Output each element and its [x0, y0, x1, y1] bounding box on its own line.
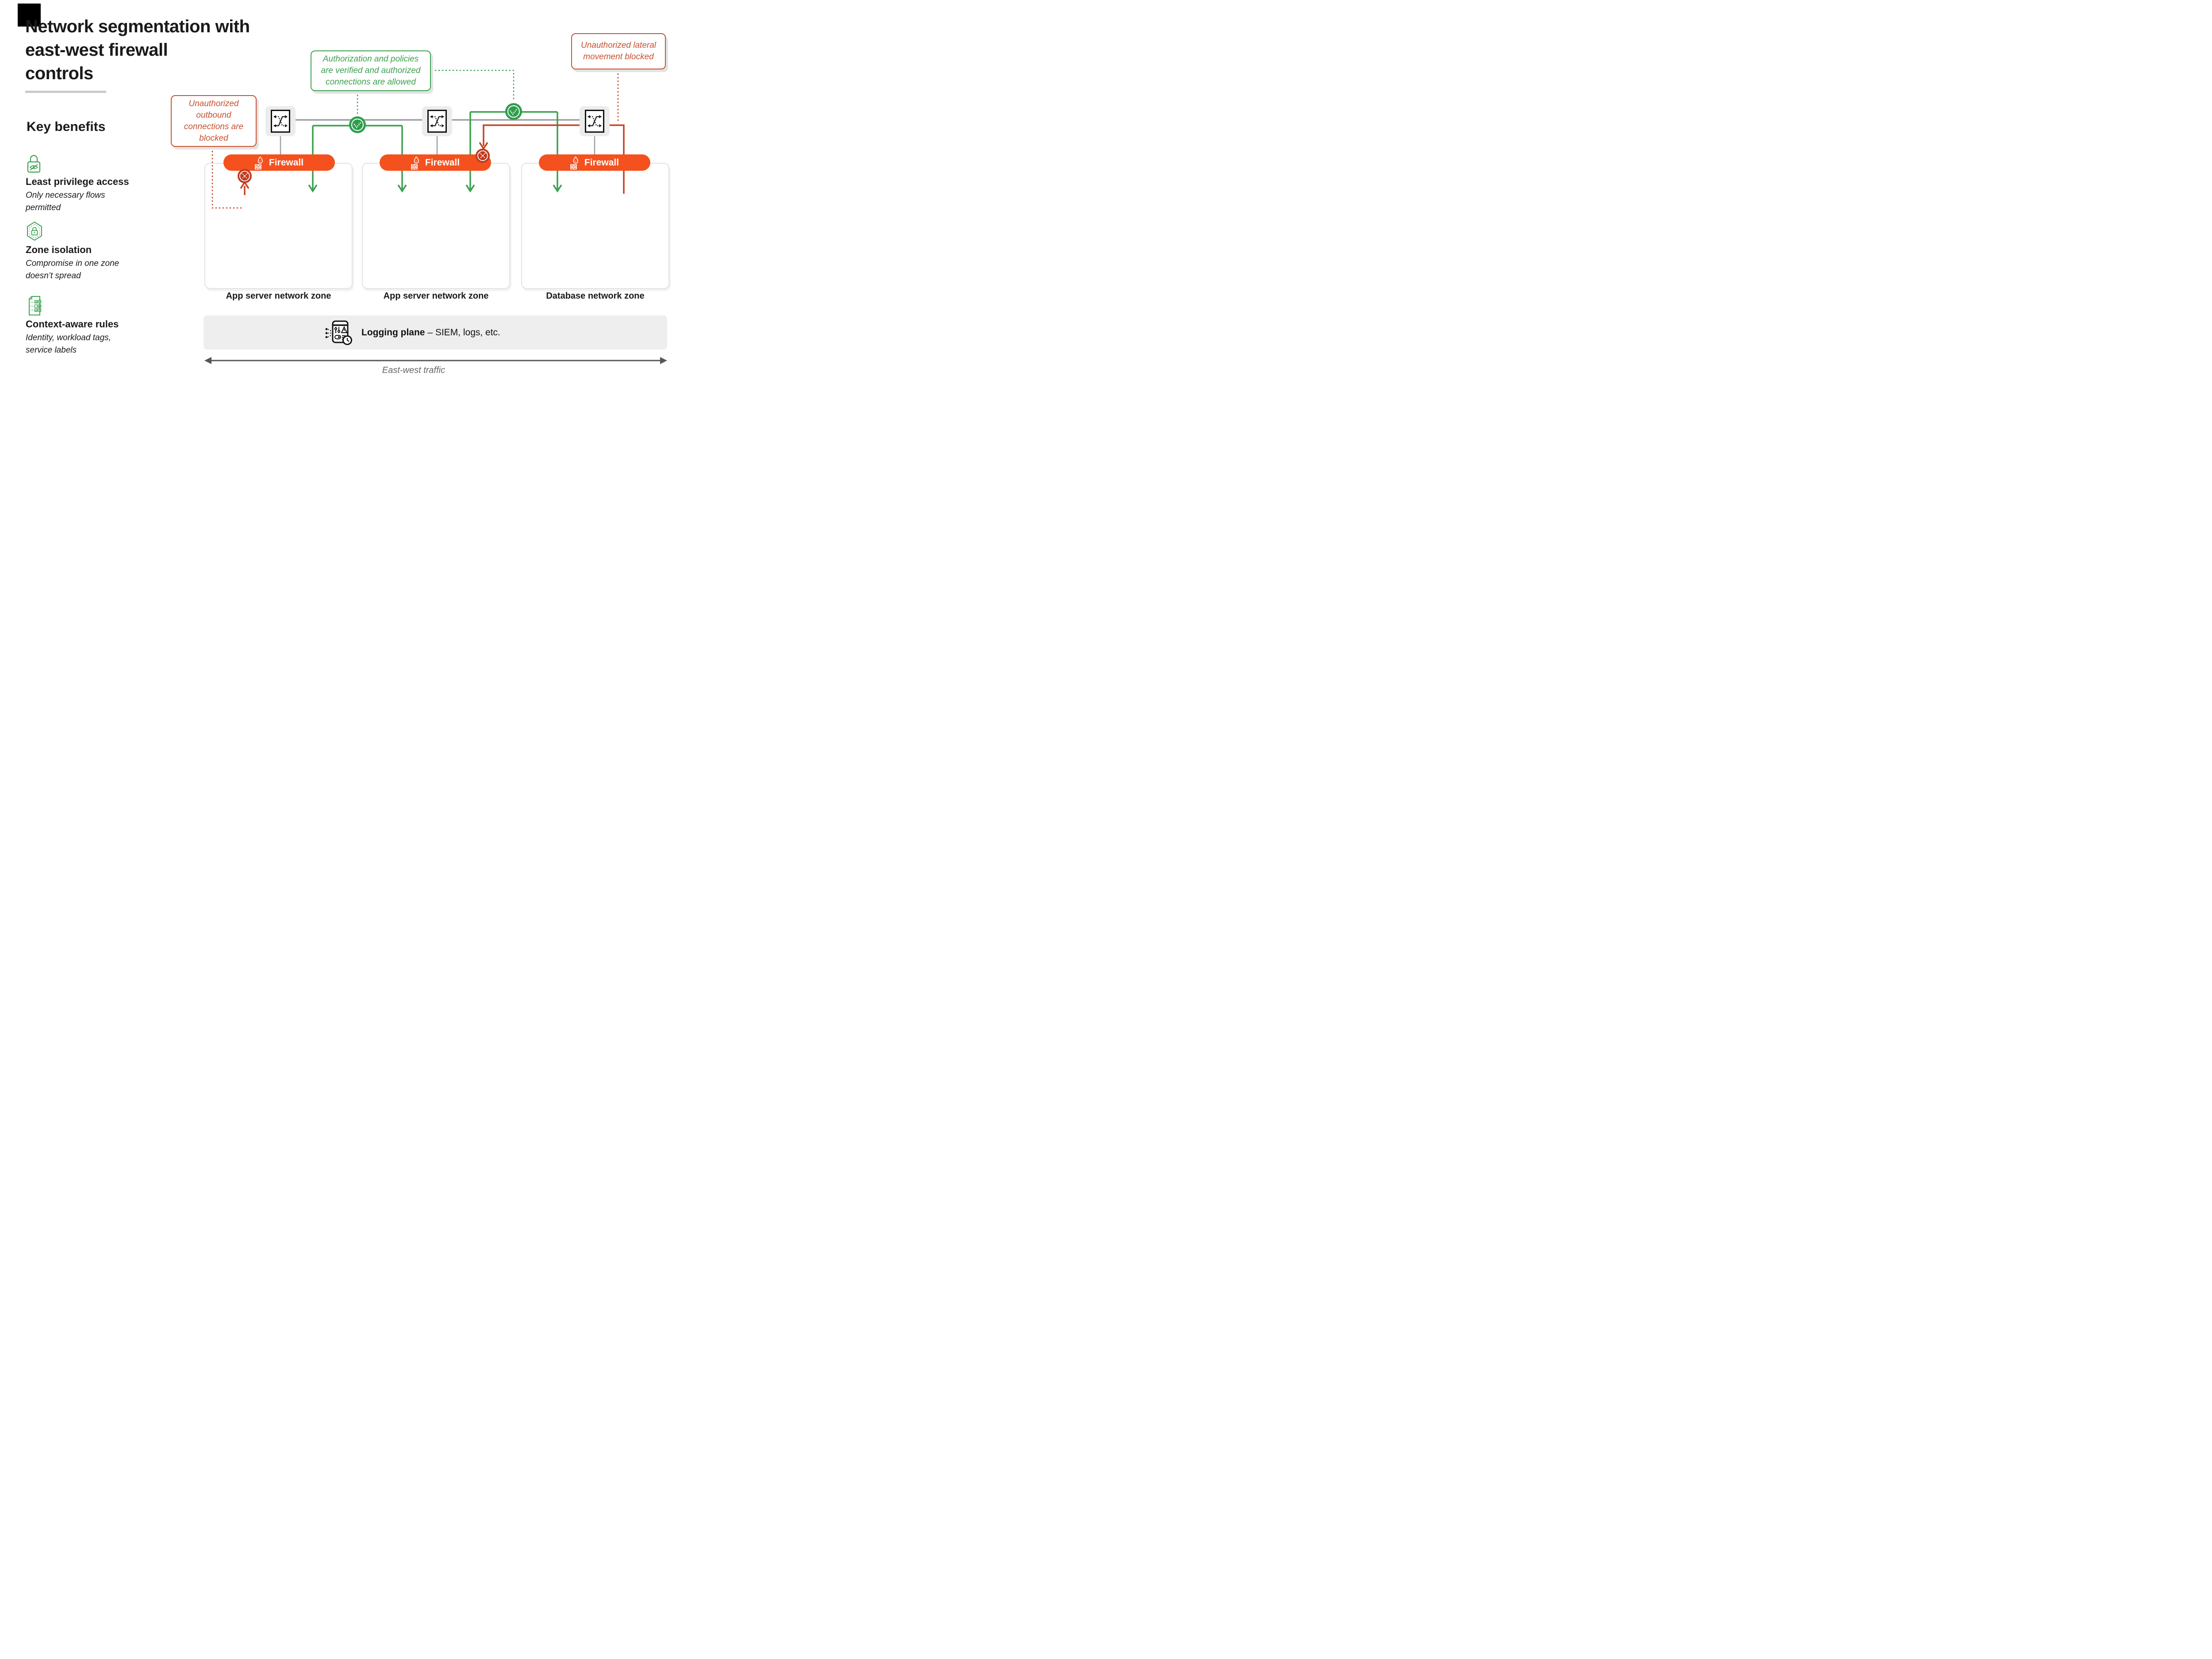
key-benefits-heading: Key benefits: [27, 119, 106, 134]
benefit-desc: Identity, workload tags, service labels: [26, 333, 111, 355]
firewall-icon: [255, 156, 263, 169]
zone-app-1: [204, 163, 353, 289]
logging-plane-bar: Logging plane – SIEM, logs, etc.: [204, 315, 667, 349]
benefit-title: Context-aware rules: [26, 319, 119, 330]
brand-logo-square: [18, 4, 41, 27]
firewall-pill: Firewall: [380, 154, 491, 171]
zone-db: [521, 163, 669, 289]
page-title: Network segmentation with east-west fire…: [25, 15, 300, 85]
hexagon-lock-icon: [27, 221, 42, 241]
network-switch-icon: [580, 106, 610, 136]
logging-plane-text: Logging plane – SIEM, logs, etc.: [361, 327, 500, 338]
title-line: controls: [25, 64, 93, 83]
callout-lateral-blocked: Unauthorized lateral movement blocked: [571, 33, 666, 69]
network-switch-icon: [422, 106, 452, 136]
title-line: Network segmentation with: [25, 17, 250, 36]
benefit-least-privilege: Least privilege access Only necessary fl…: [26, 153, 172, 214]
zone-label: App server network zone: [226, 291, 331, 301]
zone-app-2: [362, 163, 510, 289]
zone-label: App server network zone: [383, 291, 489, 301]
title-line: east-west firewall: [25, 40, 168, 60]
firewall-icon: [411, 156, 419, 169]
infographic-canvas: Network segmentation with east-west fire…: [0, 0, 694, 390]
benefit-context-aware: Context-aware rules Identity, workload t…: [26, 296, 172, 357]
network-switch-icon: [265, 106, 296, 136]
privacy-lock-icon: [27, 155, 41, 173]
firewall-label: Firewall: [425, 157, 460, 168]
firewall-label: Firewall: [584, 157, 619, 168]
firewall-pill: Firewall: [223, 154, 335, 171]
benefit-title: Zone isolation: [26, 244, 92, 255]
title-underline: [25, 91, 106, 93]
benefit-title: Least privilege access: [26, 176, 129, 187]
checklist-document-icon: [29, 296, 42, 315]
benefit-desc: Only necessary flows permitted: [26, 191, 105, 212]
firewall-label: Firewall: [269, 157, 304, 168]
callout-authorized-connections: Authorization and policies are verified …: [311, 50, 431, 91]
east-west-traffic-label: East-west traffic: [382, 365, 445, 375]
zone-label: Database network zone: [546, 291, 645, 301]
logging-icon: [325, 320, 352, 345]
benefit-desc: Compromise in one zone doesn’t spread: [26, 259, 119, 280]
benefit-zone-isolation: Zone isolation Compromise in one zone do…: [26, 221, 172, 282]
firewall-pill: Firewall: [539, 154, 650, 171]
callout-outbound-blocked: Unauthorized outbound connections are bl…: [171, 95, 257, 147]
firewall-icon: [570, 156, 578, 169]
